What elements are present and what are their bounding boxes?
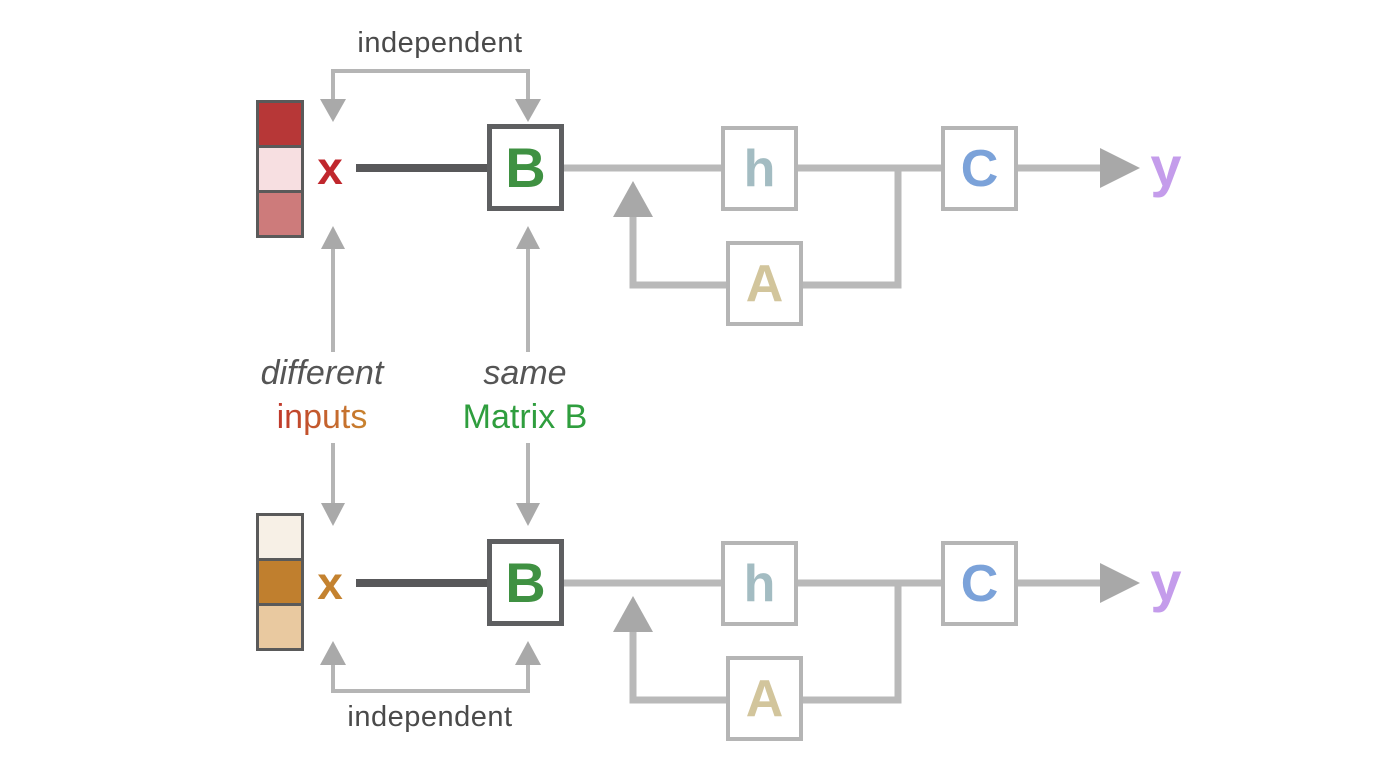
arrow-inputs-up-head bbox=[321, 226, 345, 249]
y-label-top: y bbox=[1150, 135, 1182, 198]
matrix-c-letter-bottom: C bbox=[960, 554, 999, 613]
different-label: different bbox=[260, 354, 384, 392]
matrix-b-label: Matrix B bbox=[462, 398, 588, 436]
x-label-bottom: x bbox=[317, 557, 343, 609]
matrix-b-letter-top: B bbox=[505, 136, 546, 199]
bracket-arrowhead-top-left bbox=[320, 99, 346, 122]
bracket-arrowhead-bottom-right bbox=[515, 641, 541, 665]
bracket-arrowhead-bottom-left bbox=[320, 641, 346, 665]
matrix-b-block-bottom: B bbox=[487, 539, 564, 626]
input-vector-bottom-cell-2 bbox=[256, 558, 304, 606]
independent-label-bottom: independent bbox=[347, 701, 513, 733]
matrix-a-letter-bottom: A bbox=[745, 669, 784, 728]
independent-bracket-bottom bbox=[331, 663, 530, 693]
feedback-arrowhead-bottom bbox=[613, 596, 653, 632]
input-vector-bottom-cell-3 bbox=[256, 603, 304, 651]
matrix-a-block-bottom: A bbox=[726, 656, 803, 741]
matrix-c-block-top: C bbox=[941, 126, 1018, 211]
bracket-arrowhead-top-right bbox=[515, 99, 541, 122]
input-vector-bottom bbox=[256, 513, 304, 651]
y-label-bottom: y bbox=[1150, 550, 1182, 613]
feedback-arrowhead-top bbox=[613, 181, 653, 217]
matrix-a-letter-top: A bbox=[745, 254, 784, 313]
hidden-state-block-bottom: h bbox=[721, 541, 798, 626]
hidden-state-letter-bottom: h bbox=[743, 554, 776, 613]
same-label: same bbox=[483, 354, 567, 392]
independent-label-top: independent bbox=[357, 27, 523, 59]
same-matrix-b-label: same Matrix B bbox=[437, 351, 613, 439]
input-vector-top-cell-1 bbox=[256, 100, 304, 148]
input-vector-top bbox=[256, 100, 304, 238]
input-vector-top-cell-2 bbox=[256, 145, 304, 193]
output-arrowhead-bottom bbox=[1100, 563, 1140, 603]
matrix-b-letter-bottom: B bbox=[505, 551, 546, 614]
different-inputs-label: different inputs bbox=[234, 351, 410, 439]
matrix-c-block-bottom: C bbox=[941, 541, 1018, 626]
matrix-b-block-top: B bbox=[487, 124, 564, 211]
output-arrowhead-top bbox=[1100, 148, 1140, 188]
hidden-state-block-top: h bbox=[721, 126, 798, 211]
input-vector-top-cell-3 bbox=[256, 190, 304, 238]
independent-bracket-top bbox=[331, 69, 530, 101]
input-vector-bottom-cell-1 bbox=[256, 513, 304, 561]
x-label-top: x bbox=[317, 142, 343, 194]
arrow-matrixb-up-head bbox=[516, 226, 540, 249]
arrow-matrixb-down-head bbox=[516, 503, 540, 526]
hidden-state-letter-top: h bbox=[743, 139, 776, 198]
matrix-a-block-top: A bbox=[726, 241, 803, 326]
matrix-c-letter-top: C bbox=[960, 139, 999, 198]
arrow-inputs-down-head bbox=[321, 503, 345, 526]
inputs-label: inputs bbox=[234, 395, 410, 439]
